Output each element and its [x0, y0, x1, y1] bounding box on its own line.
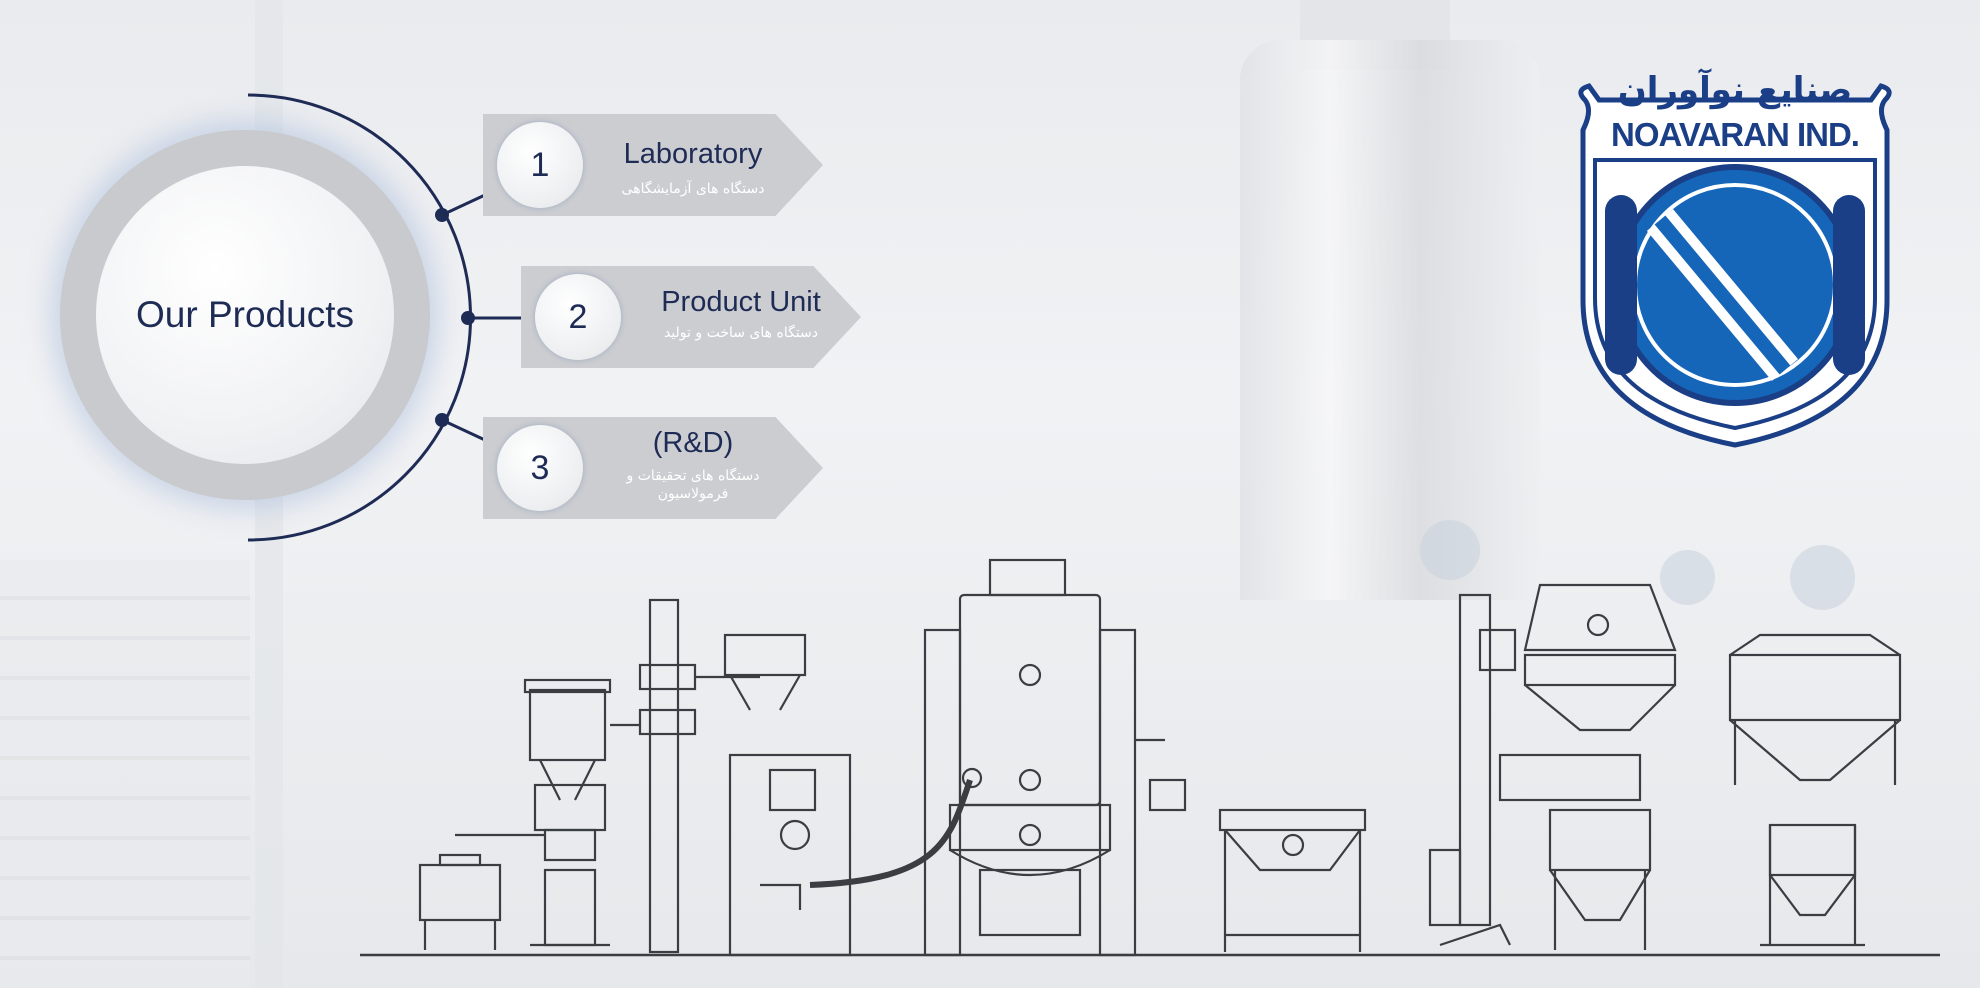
item-title: (R&D) — [652, 427, 734, 459]
item-subtitle: دستگاه های آزمایشگاهی — [621, 181, 765, 197]
background-stairs — [0, 560, 250, 988]
product-item-product-unit[interactable]: 2 Product Unit دستگاه های ساخت و تولید — [521, 266, 861, 368]
logo-english-name: NOAVARAN IND. — [1611, 116, 1860, 153]
item-number: 2 — [535, 274, 621, 360]
industrial-machinery-icon — [360, 558, 1940, 957]
item-subtitle: دستگاه های ساخت و تولید — [663, 325, 819, 341]
our-products-inner: Our Products — [96, 166, 394, 464]
background-worker — [1660, 550, 1715, 605]
logo-shield-icon — [1578, 83, 1892, 448]
item-title: Product Unit — [661, 286, 821, 318]
item-title: Laboratory — [623, 138, 763, 170]
connector-dot — [435, 208, 449, 222]
background-worker — [1790, 545, 1855, 610]
item-subtitle: دستگاه های تحقیقات و فرمولاسیون — [626, 468, 760, 502]
connector-dot — [435, 413, 449, 427]
product-item-laboratory[interactable]: 1 Laboratory دستگاه های آزمایشگاهی — [483, 114, 823, 216]
our-products-circle: Our Products — [60, 130, 430, 500]
background-silo — [1240, 40, 1540, 600]
our-products-label: Our Products — [136, 294, 354, 335]
connector-dot — [461, 311, 475, 325]
logo-persian-name: صنایع نوآوران — [1617, 70, 1853, 110]
item-number: 1 — [497, 122, 583, 208]
item-number: 3 — [497, 425, 583, 511]
noavaran-logo: صنایع نوآوران NOAVARAN IND. — [1565, 70, 1905, 450]
product-item-rnd[interactable]: 3 (R&D) دستگاه های تحقیقات و فرمولاسیون — [483, 417, 823, 519]
background-worker — [1420, 520, 1480, 580]
